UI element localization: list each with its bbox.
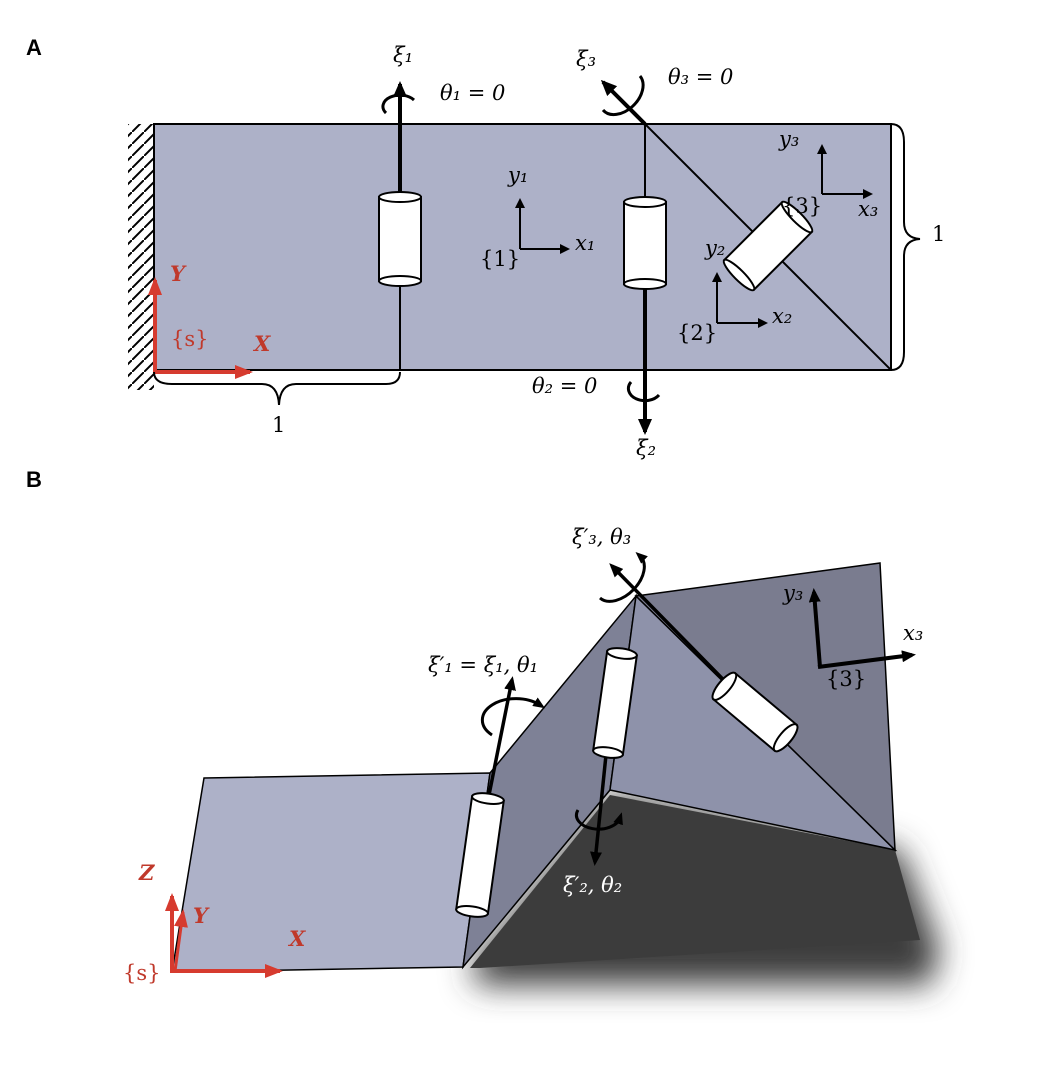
- joint-2-3d: ξ′₂, θ₂: [563, 647, 638, 897]
- spatial-frame-s-3d: Z Y X {s}: [123, 860, 306, 985]
- width-dimension: 1: [153, 371, 401, 437]
- panel-b-label: B: [26, 467, 42, 492]
- frame-2: y₂ x₂ {2}: [677, 236, 792, 345]
- X-axis-label: X: [252, 331, 271, 356]
- frame-s-3d-label: {s}: [123, 961, 161, 985]
- xi1-label: ξ₁: [393, 43, 413, 67]
- rotation-icon: [626, 381, 661, 403]
- frame-s-label: {s}: [171, 327, 209, 351]
- joint-2: θ₂ = 0 ξ₂: [532, 196, 667, 460]
- rotation-icon: [601, 75, 645, 117]
- x3-label: x₃: [858, 197, 878, 221]
- joint-1-3d: ξ′₁ = ξ₁, θ₁: [428, 653, 546, 918]
- theta2-label: θ₂ = 0: [532, 374, 597, 398]
- x2-label: x₂: [772, 304, 792, 328]
- xi2-3d-label: ξ′₂, θ₂: [563, 873, 622, 897]
- joint-3-3d: ξ′₃, θ₃: [572, 525, 799, 753]
- x3-3d-label: x₃: [903, 621, 923, 645]
- rotation-icon: [574, 809, 623, 831]
- Z-axis-label: Z: [138, 860, 155, 885]
- height-label: 1: [932, 222, 945, 246]
- xi2-label: ξ₂: [636, 436, 656, 460]
- frame1-label: {1}: [480, 247, 520, 271]
- xi3-3d-label: ξ′₃, θ₃: [572, 525, 631, 549]
- width-label: 1: [272, 413, 285, 437]
- frame-1: y₁ x₁ {1}: [480, 163, 595, 271]
- y1-label: y₁: [507, 163, 528, 187]
- base-face: [171, 772, 491, 973]
- y3-label: y₃: [778, 127, 799, 151]
- height-dimension: 1: [890, 123, 945, 371]
- y3-3d-label: y₃: [782, 581, 803, 605]
- X-axis-3d-label: X: [287, 926, 306, 951]
- theta1-label: θ₁ = 0: [440, 81, 505, 105]
- joint-1: ξ₁ θ₁ = 0: [378, 43, 505, 287]
- spatial-frame-s: Y X {s}: [148, 261, 271, 379]
- frame3-label: {3}: [782, 194, 822, 218]
- y2-label: y₂: [704, 236, 725, 260]
- x1-label: x₁: [575, 231, 595, 255]
- rotation-icon: [480, 697, 546, 737]
- panel-a-label: A: [26, 35, 42, 60]
- xi3-axis-arrow: [600, 79, 647, 126]
- frame-3-3d: y₃ x₃ {3}: [782, 581, 923, 691]
- frame2-label: {2}: [677, 321, 717, 345]
- xi1-3d-label: ξ′₁ = ξ₁, θ₁: [428, 653, 538, 677]
- rotation-icon: [381, 93, 416, 115]
- theta3-label: θ₃ = 0: [668, 65, 733, 89]
- Y-axis-3d-label: Y: [193, 903, 210, 928]
- xi3-label: ξ₃: [576, 47, 596, 71]
- panel-b: B ξ′₁ = ξ₁, θ₁: [26, 467, 940, 985]
- joint-3: ξ₃ θ₃ = 0: [576, 47, 814, 292]
- frame3-3d-label: {3}: [826, 667, 866, 691]
- rotation-icon: [599, 552, 648, 603]
- Y-axis-label: Y: [170, 261, 187, 286]
- frame-3: y₃ x₃ {3}: [778, 127, 878, 221]
- panel-a: A ξ₁ θ₁ = 0 θ₂ = 0: [26, 35, 945, 460]
- fixed-wall: [128, 124, 154, 390]
